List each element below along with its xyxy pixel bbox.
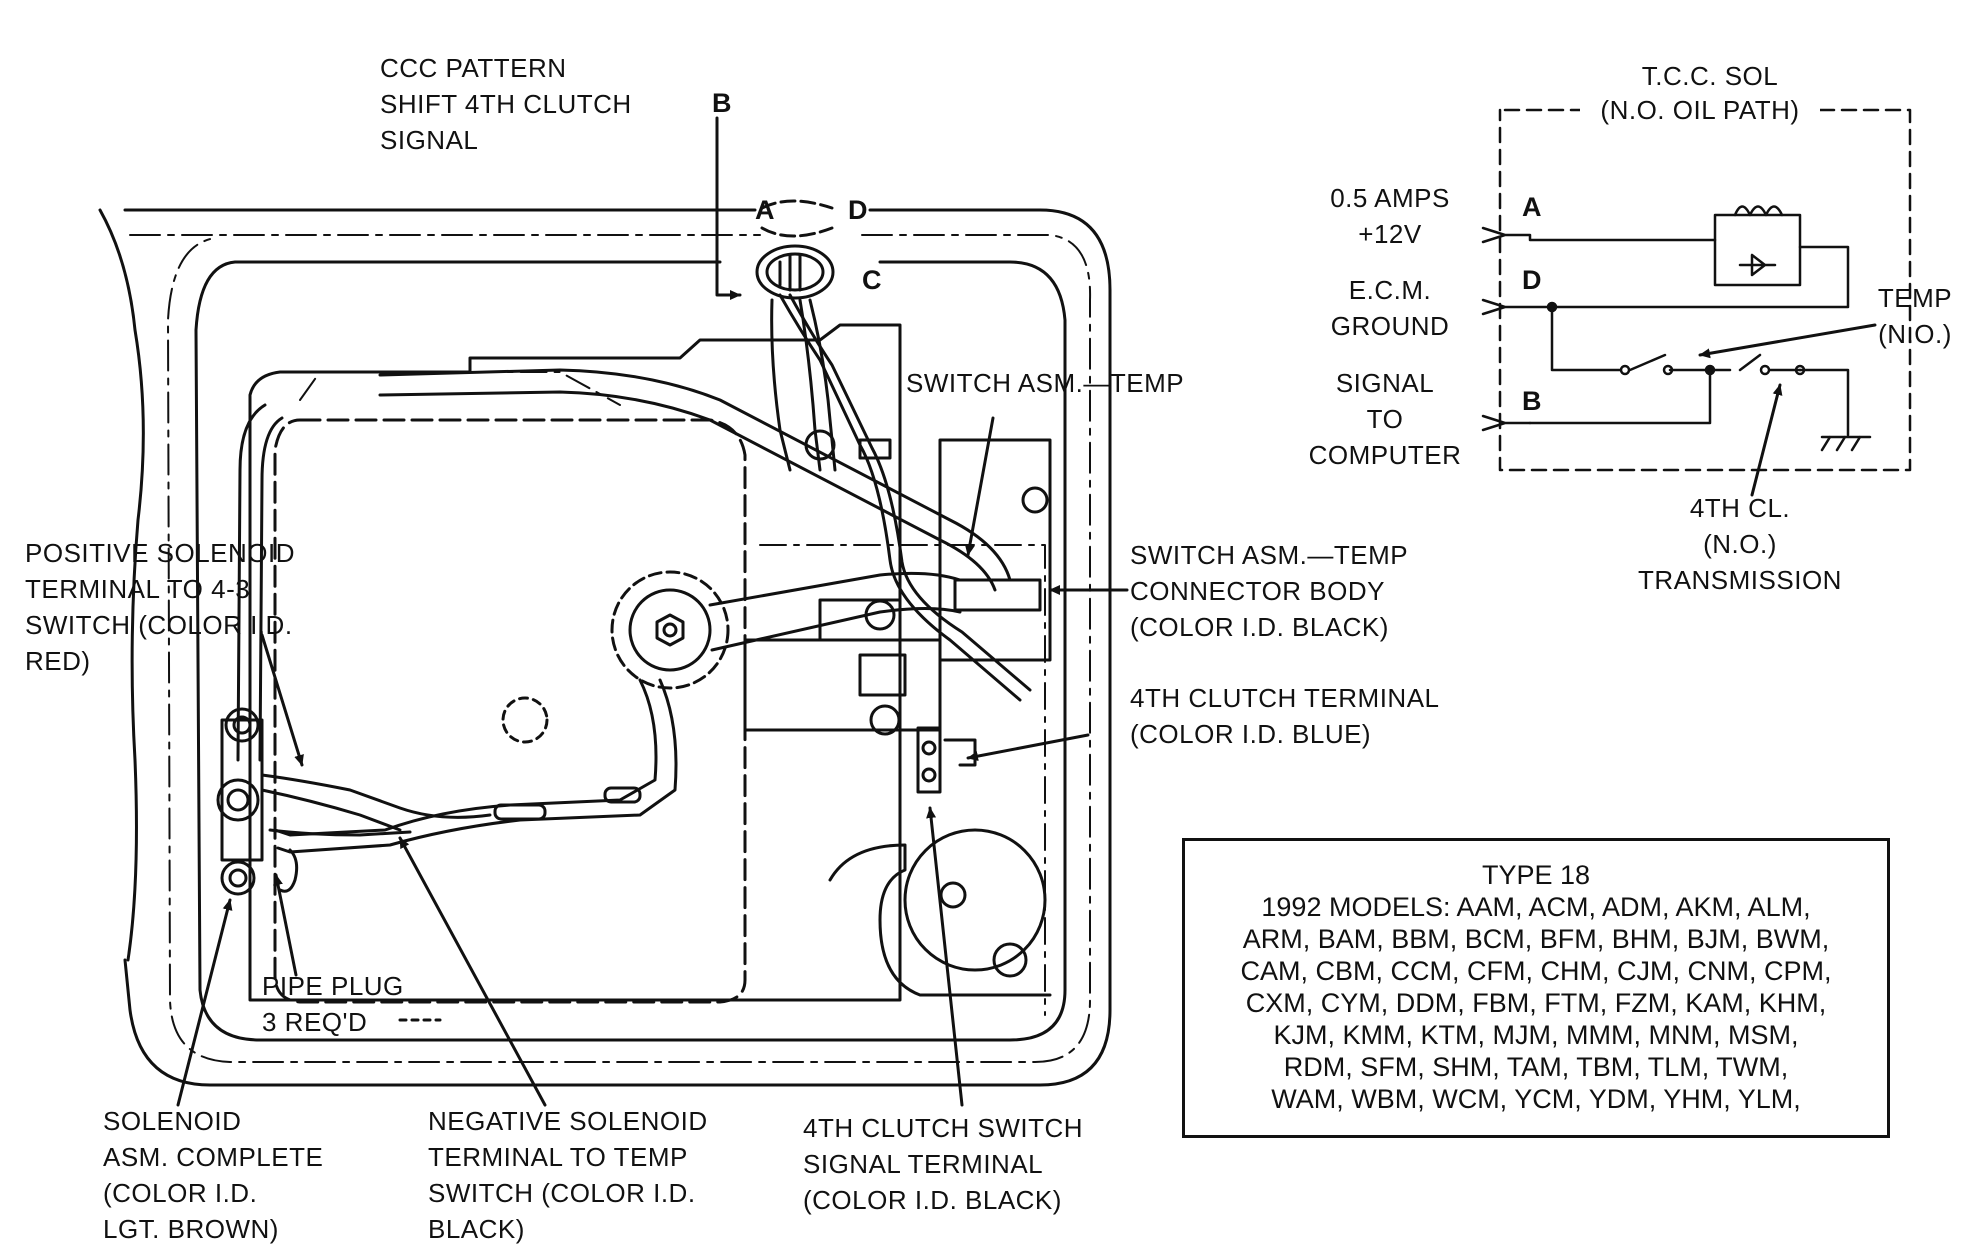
connector-pin-d: D bbox=[848, 195, 868, 225]
type-box-line: KJM, KMM, KTM, MJM, MMM, MNM, MSM, bbox=[1273, 1020, 1799, 1050]
4th-cl-leader bbox=[1750, 383, 1783, 497]
type-box-line: ARM, BAM, BBM, BCM, BFM, BHM, BJM, BWM, bbox=[1242, 924, 1830, 954]
gasket-dashed bbox=[129, 234, 1092, 1063]
fourth-cl-label: 4TH CL. (N.O.) TRANSMISSION bbox=[1638, 493, 1842, 595]
switch-line bbox=[1550, 305, 1802, 372]
leader-4th-terminal bbox=[966, 733, 1090, 762]
signal-to-computer-label: SIGNAL TO COMPUTER bbox=[1308, 368, 1462, 470]
leader-positive bbox=[260, 633, 304, 767]
valve-block-1 bbox=[743, 638, 942, 732]
type-box-title: TYPE 18 bbox=[1481, 860, 1591, 890]
servo-circle bbox=[610, 570, 730, 690]
schematic-dashed-box bbox=[1498, 108, 1912, 472]
leader-4th-switch bbox=[926, 806, 964, 1107]
valve-body-inner bbox=[273, 418, 747, 1004]
leader-pipe-plug bbox=[273, 873, 298, 977]
input-b bbox=[1481, 414, 1532, 432]
leader-negative bbox=[398, 836, 547, 1107]
connector-pin-a: A bbox=[755, 195, 775, 225]
connector-pin-c: C bbox=[862, 265, 882, 295]
type-box-line: CAM, CBM, CCM, CFM, CHM, CJM, CNM, CPM, bbox=[1240, 956, 1832, 986]
type-box-line: 1992 MODELS: AAM, ACM, ADM, AKM, ALM, bbox=[1261, 892, 1811, 922]
type-box-line: WAM, WBM, WCM, YCM, YDM, YHM, YLM, bbox=[1271, 1084, 1801, 1114]
valve-body bbox=[248, 323, 902, 1002]
case-outline bbox=[123, 208, 1112, 1087]
input-d bbox=[1481, 245, 1850, 316]
gasket-dashed-inner bbox=[299, 371, 1046, 1016]
tube-left bbox=[236, 403, 267, 762]
schematic-pin-a: A bbox=[1522, 192, 1542, 222]
negative-solenoid-label: NEGATIVE SOLENOID TERMINAL TO TEMP SWITC… bbox=[428, 1106, 708, 1244]
oil-path-label: (N.O. OIL PATH) bbox=[1580, 92, 1820, 128]
fourth-clutch-terminal-label: 4TH CLUTCH TERMINAL (COLOR I.D. BLUE) bbox=[1130, 683, 1440, 749]
solenoid-asm-label: SOLENOID ASM. COMPLETE (COLOR I.D. LGT. … bbox=[103, 1106, 324, 1244]
leader-switch-temp bbox=[964, 416, 995, 557]
ccc-pattern-label: CCC PATTERN SHIFT 4TH CLUTCH SIGNAL bbox=[380, 53, 632, 155]
clutch-terminal bbox=[916, 726, 942, 794]
coil bbox=[1733, 205, 1784, 217]
top-connector bbox=[755, 244, 835, 300]
pan-inner bbox=[194, 260, 1067, 1042]
schematic-pin-d: D bbox=[1522, 265, 1542, 295]
solenoid-coil-box bbox=[1713, 213, 1802, 287]
case-left-edge bbox=[98, 208, 145, 962]
tcc-sol-label: T.C.C. SOL bbox=[1641, 61, 1779, 91]
pipe-plug-label: PIPE PLUG 3 REQ'D bbox=[262, 971, 404, 1037]
schematic-pin-b: B bbox=[1522, 386, 1542, 416]
lower-servo bbox=[903, 828, 1047, 972]
schematic-lines bbox=[1481, 108, 1912, 497]
dashed-hole bbox=[501, 696, 549, 744]
ground-line bbox=[1798, 368, 1850, 437]
positive-solenoid-label: POSITIVE SOLENOID TERMINAL TO 4-3 SWITCH… bbox=[25, 538, 296, 676]
ecm-ground-label: E.C.M. GROUND bbox=[1330, 275, 1450, 341]
amps-label: 0.5 AMPS +12V bbox=[1330, 183, 1450, 249]
temp-label: TEMP (N.O.) bbox=[1877, 283, 1953, 349]
switch-temp-label: SWITCH ASM.—TEMP bbox=[906, 368, 1185, 398]
connector-pin-b: B bbox=[712, 88, 732, 118]
input-a bbox=[1481, 226, 1717, 244]
switch-temp-connector-label: SWITCH ASM.—TEMP CONNECTOR BODY (COLOR I… bbox=[1130, 540, 1409, 642]
ground-symbol bbox=[1820, 435, 1872, 452]
type-box-line: RDM, SFM, SHM, TAM, TBM, TLM, TWM, bbox=[1283, 1052, 1789, 1082]
connector-dashed bbox=[760, 199, 834, 238]
model-type-box: TYPE 18 1992 MODELS: AAM, ACM, ADM, AKM,… bbox=[1182, 838, 1890, 1138]
temp-leader bbox=[1698, 323, 1877, 359]
tube-diagonal bbox=[378, 368, 1012, 582]
leader-ccc bbox=[715, 116, 742, 300]
type-box-line: CXM, CYM, DDM, FBM, FTM, FZM, KAM, KHM, bbox=[1245, 988, 1827, 1018]
diode bbox=[1738, 253, 1777, 277]
tube-lower bbox=[273, 678, 658, 837]
leader-solenoid bbox=[176, 898, 233, 1107]
fourth-clutch-switch-label: 4TH CLUTCH SWITCH SIGNAL TERMINAL (COLOR… bbox=[803, 1113, 1084, 1215]
